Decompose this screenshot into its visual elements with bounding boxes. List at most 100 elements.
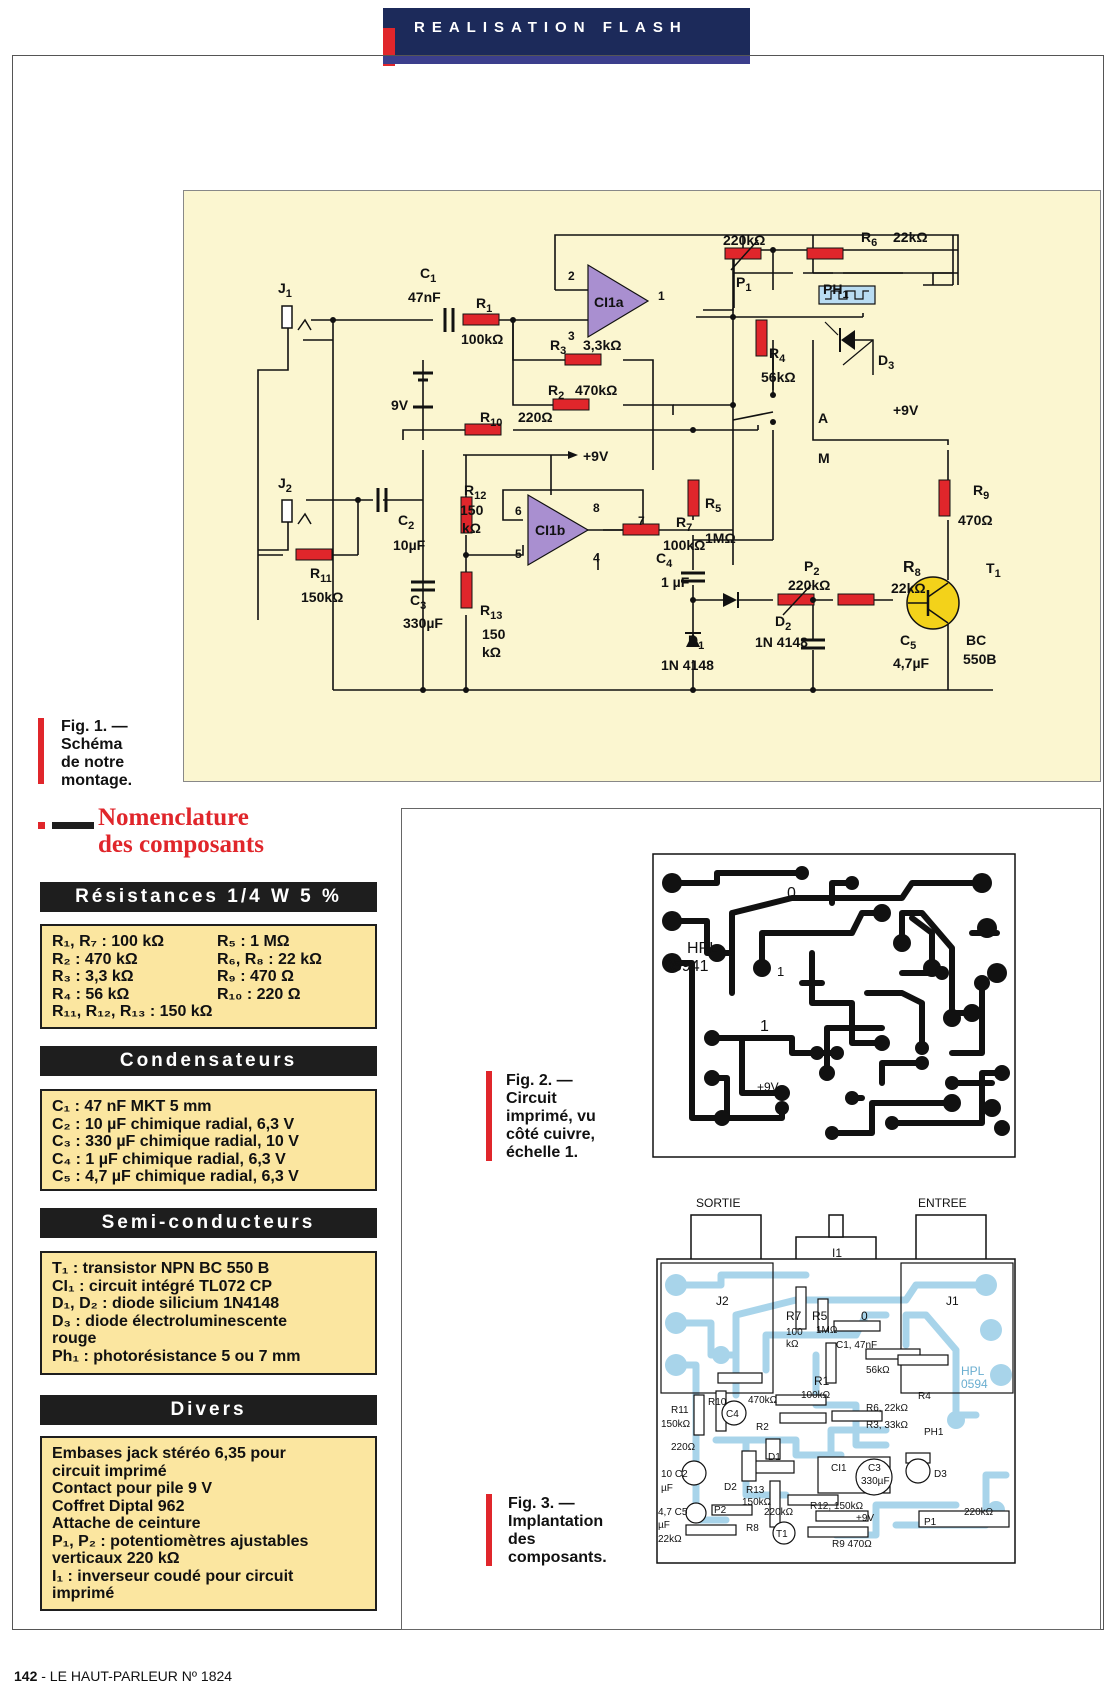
svg-text:J1: J1 — [946, 1294, 959, 1308]
label-sortie: SORTIE — [696, 1196, 740, 1210]
label-c2: C — [398, 512, 408, 528]
label-r2-value: 470kΩ — [575, 382, 617, 398]
svg-text:kΩ: kΩ — [786, 1339, 799, 1350]
svg-text:8: 8 — [593, 501, 600, 515]
svg-text:R7: R7 — [786, 1309, 802, 1323]
label-d1: D — [688, 632, 698, 648]
svg-text:R6: R6 — [861, 229, 877, 249]
svg-text:D2: D2 — [724, 1482, 737, 1493]
fig2-fig3-frame — [401, 808, 1101, 1630]
label-c4-value: 1 µF — [661, 574, 690, 590]
svg-text:220Ω: 220Ω — [671, 1442, 696, 1453]
resistances-heading: Résistances 1/4 W 5 % — [40, 882, 377, 912]
svg-text:D2: D2 — [775, 613, 791, 633]
svg-text:P2: P2 — [714, 1505, 727, 1516]
semiconducteurs-heading: Semi-conducteurs — [40, 1208, 377, 1238]
svg-text:R10: R10 — [480, 409, 502, 429]
svg-text:PH1: PH1 — [823, 281, 849, 301]
label-d2-value: 1N 4148 — [755, 634, 808, 650]
svg-text:150: 150 — [460, 502, 484, 518]
label-r3: R — [550, 337, 560, 353]
fig3-caption-bar — [486, 1494, 492, 1566]
label-r7: R — [676, 514, 686, 530]
label-r4: R — [769, 345, 779, 361]
svg-text:R10: R10 — [708, 1397, 727, 1408]
section-title: REALISATION FLASH — [414, 19, 688, 36]
svg-text:R9: R9 — [973, 482, 989, 502]
svg-text:J1: J1 — [278, 280, 292, 300]
svg-text:R2: R2 — [548, 382, 564, 402]
pcb-copper-diagram: 0 HPL 05941 1 1 +9V — [652, 853, 1016, 1158]
pcb-code-label: 05941 — [664, 958, 709, 975]
svg-text:C3: C3 — [410, 592, 426, 612]
svg-text:R8: R8 — [903, 559, 921, 579]
svg-text:0: 0 — [787, 885, 796, 902]
svg-text:R6, 22kΩ: R6, 22kΩ — [866, 1403, 908, 1414]
svg-text:HPL: HPL — [961, 1364, 985, 1378]
label-r11: R — [310, 565, 320, 581]
label-plus9v-a: +9V — [583, 448, 609, 464]
publication-name: - LE HAUT-PARLEUR Nº 1824 — [37, 1668, 233, 1684]
label-ci1b: CI1b — [535, 522, 565, 538]
svg-text:D1: D1 — [768, 1452, 781, 1463]
label-bc: BC — [966, 632, 986, 648]
label-c5: C — [900, 632, 910, 648]
svg-text:D1: D1 — [688, 632, 704, 652]
label-ph1: PH — [823, 281, 842, 297]
nomenclature-title: Nomenclature des composants — [98, 804, 264, 858]
svg-text:5: 5 — [515, 547, 522, 561]
svg-text:P1: P1 — [736, 274, 751, 294]
label-ci1a: CI1a — [594, 294, 624, 310]
svg-text:C3: C3 — [868, 1463, 881, 1474]
svg-text:100kΩ: 100kΩ — [801, 1390, 831, 1401]
label-c4: C — [656, 550, 666, 566]
svg-text:220kΩ: 220kΩ — [764, 1507, 794, 1518]
label-r6-value: 22kΩ — [893, 229, 928, 245]
label-a: A — [818, 410, 828, 426]
svg-text:C1: C1 — [420, 265, 436, 285]
svg-text:kΩ: kΩ — [482, 644, 501, 660]
svg-text:1: 1 — [658, 289, 665, 303]
fig2-caption: Fig. 2. — Circuit imprimé, vu côté cuivr… — [506, 1072, 596, 1161]
svg-text:4,7 C5: 4,7 C5 — [658, 1507, 688, 1518]
svg-text:C2: C2 — [398, 512, 414, 532]
svg-text:100: 100 — [786, 1327, 803, 1338]
resistances-list: R₁, R₇ : 100 kΩ R₂ : 470 kΩ R₃ : 3,3 kΩ … — [40, 924, 377, 1029]
nomenclature-title-rule — [52, 822, 94, 829]
header-underline — [383, 56, 750, 64]
label-p1-value: 220kΩ — [723, 232, 765, 248]
svg-text:22kΩ: 22kΩ — [658, 1534, 682, 1545]
label-r6: R — [861, 229, 871, 245]
label-r1-value: 100kΩ — [461, 331, 503, 347]
condensateurs-list: C₁ : 47 nF MKT 5 mm C₂ : 10 µF chimique … — [40, 1089, 377, 1191]
nomenclature-title-marks — [38, 822, 45, 829]
svg-text:PH1: PH1 — [924, 1427, 944, 1438]
svg-text:R7: R7 — [676, 514, 692, 534]
pcb-hpl-label: HPL — [687, 940, 718, 957]
svg-text:+9V: +9V — [757, 1080, 779, 1094]
svg-text:330µF: 330µF — [861, 1476, 890, 1487]
svg-text:0594: 0594 — [961, 1377, 988, 1391]
svg-text:R5: R5 — [705, 495, 721, 515]
svg-text:0: 0 — [861, 1309, 868, 1323]
label-entree: ENTREE — [918, 1196, 967, 1210]
svg-text:R1: R1 — [814, 1374, 830, 1388]
label-d3: D — [878, 352, 888, 368]
label-r9: R — [973, 482, 983, 498]
label-r11-value: 150kΩ — [301, 589, 343, 605]
svg-text:3: 3 — [568, 329, 575, 343]
svg-text:R13: R13 — [746, 1485, 765, 1496]
svg-text:T1: T1 — [776, 1529, 788, 1540]
label-j1: J — [278, 280, 286, 296]
label-r1: R — [476, 295, 486, 311]
svg-text:R3: R3 — [550, 337, 566, 357]
svg-text:C1, 47nF: C1, 47nF — [836, 1340, 877, 1351]
label-r2: R — [548, 382, 558, 398]
svg-text:R3, 33kΩ: R3, 33kΩ — [866, 1420, 908, 1431]
page-number: 142 — [14, 1668, 38, 1684]
svg-text:R5: R5 — [812, 1309, 828, 1323]
svg-text:R2: R2 — [756, 1422, 769, 1433]
label-plus9v-b: +9V — [893, 402, 919, 418]
label-c3-value: 330µF — [403, 615, 443, 631]
label-m: M — [818, 450, 830, 466]
